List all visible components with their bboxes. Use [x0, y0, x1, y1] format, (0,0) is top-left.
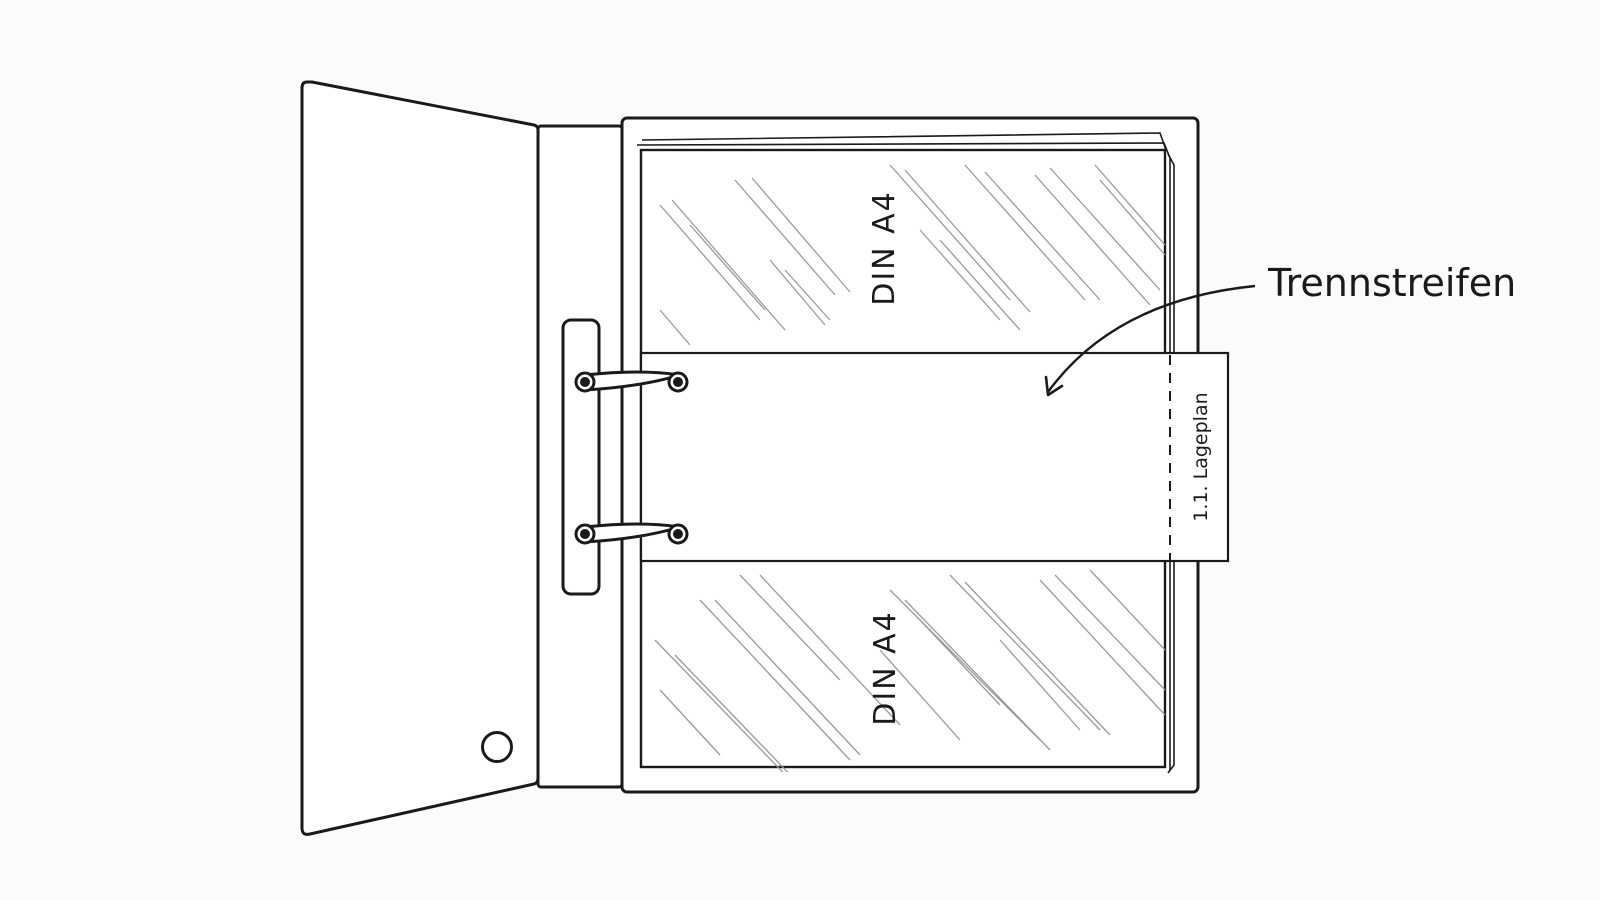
fastener-bar — [561, 318, 601, 596]
sheet-label-bottom: DIN A4 — [868, 610, 903, 726]
sheet-hatching-bottom — [654, 569, 1166, 772]
callout-arrow — [1047, 284, 1256, 393]
finger-hole-icon — [481, 731, 513, 763]
callout-label: Trennstreifen — [1267, 261, 1516, 305]
binder-front-cover — [300, 80, 540, 836]
divider-tab-label: 1.1. Lageplan — [1190, 392, 1212, 521]
sheet-hatching-top — [659, 164, 1166, 345]
fastener-prong-top — [574, 370, 689, 393]
divider-strip — [639, 351, 1230, 563]
fastener-prong-bottom — [574, 522, 689, 545]
sheet-label-top: DIN A4 — [867, 190, 902, 306]
arrow-head-icon — [1044, 375, 1064, 397]
